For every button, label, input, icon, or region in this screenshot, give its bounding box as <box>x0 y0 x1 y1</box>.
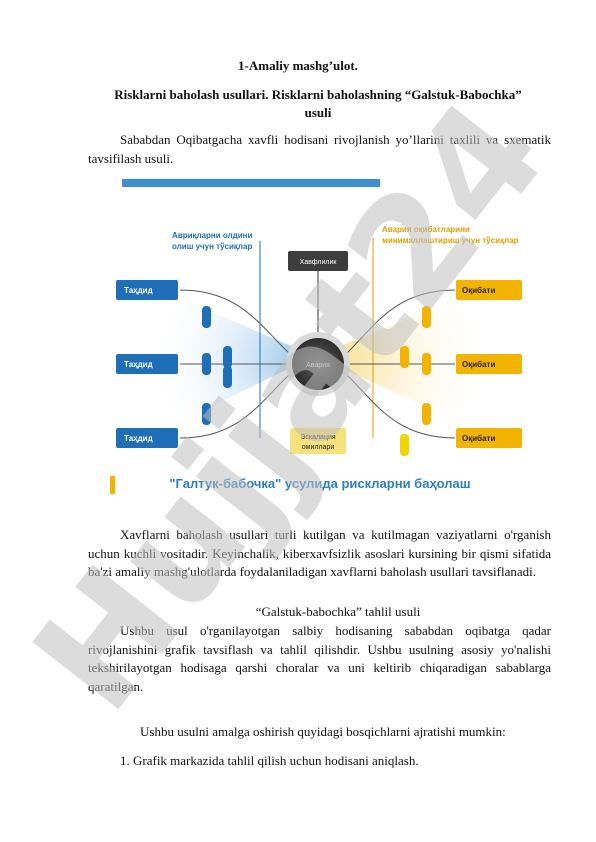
barrier-orange-4 <box>400 346 409 368</box>
right-header-line1: Авария оқибатларини <box>382 225 470 234</box>
threat-line-1 <box>179 289 291 355</box>
threat-label-2: Таҳдид <box>124 360 153 369</box>
consequence-line-1 <box>345 289 456 355</box>
threat-line-3 <box>179 373 291 439</box>
consequence-box-2 <box>456 354 522 374</box>
consequence-box-3 <box>456 428 522 448</box>
threat-label-3: Таҳдид <box>124 434 153 443</box>
barrier-blue-3 <box>202 403 211 425</box>
consequence-label-2: Оқибати <box>462 360 495 369</box>
center-label: Авария <box>306 362 330 369</box>
barrier-orange-3 <box>422 403 431 425</box>
threat-box-3 <box>116 428 178 448</box>
consequence-label-1: Оқибати <box>462 286 495 295</box>
barrier-blue-4 <box>223 366 232 388</box>
threat-box-2 <box>116 354 178 374</box>
hazard-label: Хавфлилик <box>300 259 338 266</box>
step-1: 1. Grafik markazida tahlil qilish uchun … <box>120 753 419 768</box>
escalation-label-line2: омиллари <box>302 444 335 451</box>
barrier-blue-1 <box>202 306 211 328</box>
barrier-orange-1 <box>422 306 431 328</box>
consequence-line-3 <box>345 373 456 439</box>
consequence-label-3: Оқибати <box>462 434 495 443</box>
threat-label-1: Таҳдид <box>124 286 153 295</box>
barrier-blue-5 <box>223 346 232 368</box>
escalation-box <box>290 428 346 454</box>
barrier-orange-5 <box>400 434 409 456</box>
escalation-label-line1: Эскалация <box>300 434 336 441</box>
consequence-box-1 <box>456 280 522 300</box>
page-subtitle: Risklarni baholash usullari. Risklarni b… <box>114 87 522 120</box>
barrier-blue-2 <box>202 353 211 375</box>
hazard-box <box>288 251 348 271</box>
left-header-line1: Авриқларни олдини <box>172 231 252 240</box>
left-header-line2: олиш учун тўсиқлар <box>172 242 252 251</box>
barrier-orange-2 <box>422 353 431 375</box>
caption-accent <box>110 476 115 494</box>
page-title: 1-Amaliy mashg’ulot. <box>238 58 358 73</box>
bow-tie-figure: Авриқларни олдини олиш учун тўсиқлар Ава… <box>110 176 530 498</box>
intro-paragraph: Sababdan Oqibatgacha xavfli hodisani riv… <box>88 132 551 166</box>
paragraph-3: Ushbu usul o'rganilayotgan salbiy hodisa… <box>88 623 551 694</box>
paragraph-4: Ushbu usulni amalga oshirish quyidagi bo… <box>140 724 506 739</box>
center-node <box>292 338 344 390</box>
section-title: “Galstuk-babochka” tahlil usuli <box>255 604 421 619</box>
threat-box-1 <box>116 280 178 300</box>
top-bar <box>122 179 380 187</box>
figure-caption: "Галтук-бабочка" усулида рискларни баҳол… <box>169 476 470 491</box>
right-header-line2: минималлаштириш учун тўсиқлар <box>382 236 519 245</box>
paragraph-2: Xavflarni baholash usullari turli kutilg… <box>88 527 551 579</box>
left-wing-shape <box>150 286 315 436</box>
